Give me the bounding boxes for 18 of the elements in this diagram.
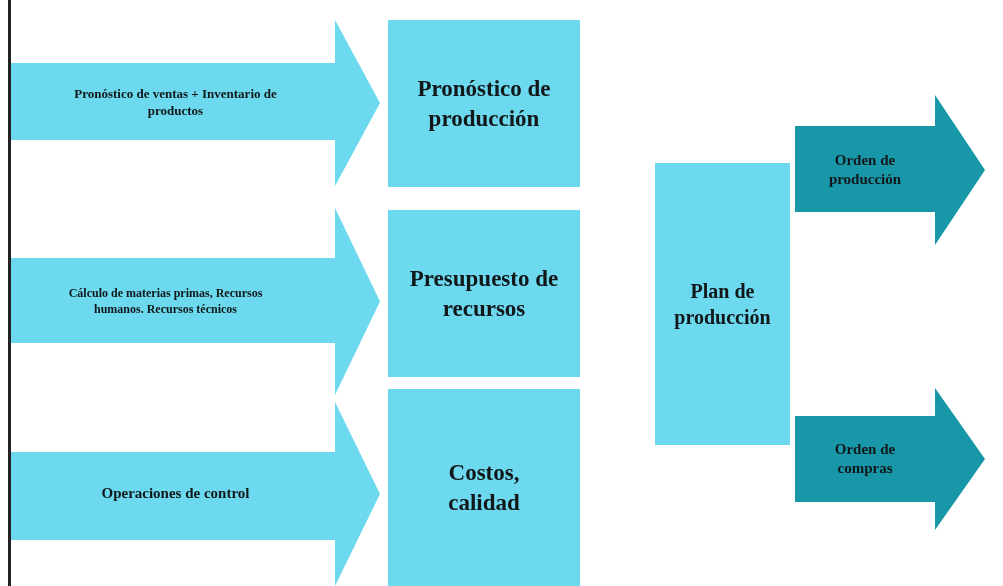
process-box [388,210,580,377]
node-label: Presupuesto de recursos [408,264,560,323]
pointed-banner [11,402,380,586]
process-box [388,20,580,187]
pointed-banner [795,95,985,245]
node-label: Orden de compras [833,439,897,478]
node-label: Plan de producción [673,279,772,330]
process-box [388,389,580,586]
pointed-banner [795,388,985,530]
node-label: Operaciones de control [100,484,251,504]
pointed-banner [11,20,380,186]
node-label: Orden de producción [827,150,903,189]
process-box [655,163,790,445]
pointed-banner [11,208,380,395]
node-label: Pronóstico de ventas + Inventario de productos [73,86,278,120]
node-label: Costos, calidad [447,458,521,517]
node-label: Pronóstico de producción [416,74,552,133]
node-label: Cálculo de materias primas, Recursos humanos. Recursos técnicos [67,285,264,318]
